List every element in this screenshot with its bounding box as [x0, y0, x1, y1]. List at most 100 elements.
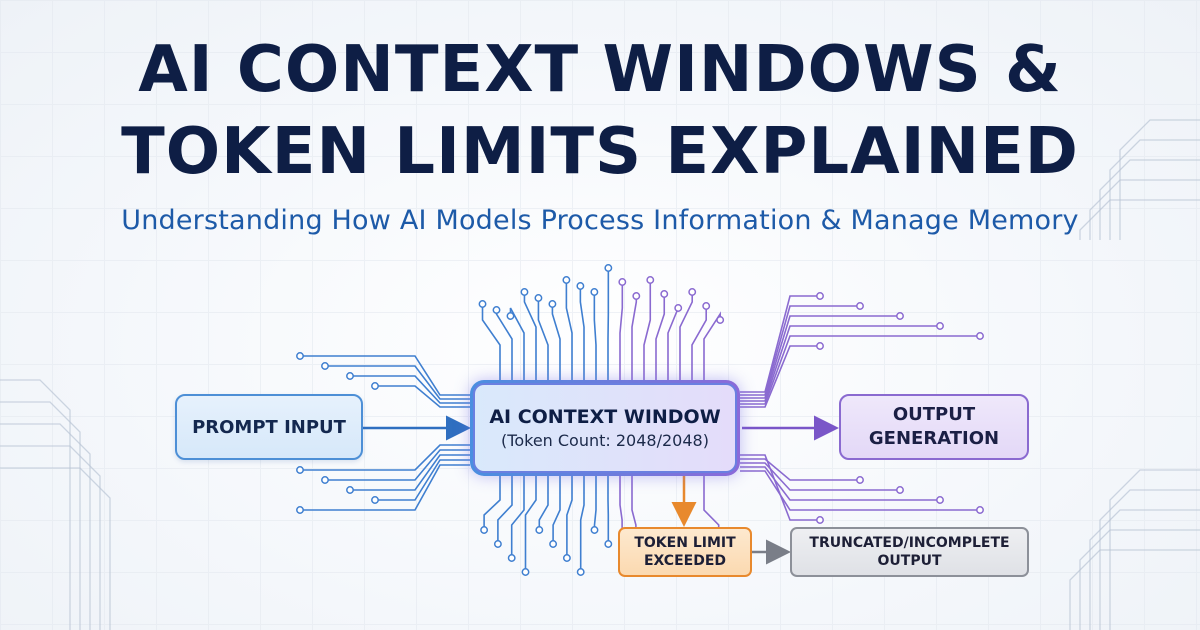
- circuit-node: [506, 312, 515, 320]
- circuit-trace: [593, 292, 597, 380]
- circuit-node: [590, 288, 599, 296]
- circuit-trace: [523, 292, 537, 380]
- circuit-trace: [579, 286, 585, 380]
- circuit-node: [674, 304, 683, 312]
- circuit-node: [816, 516, 824, 524]
- circuit-trace: [375, 459, 470, 501]
- circuit-trace: [300, 355, 470, 396]
- background-trace: [1099, 159, 1200, 240]
- circuit-node: [816, 292, 824, 300]
- circuit-node: [576, 568, 585, 576]
- circuit-node: [856, 476, 864, 484]
- circuit-trace: [375, 385, 470, 408]
- circuit-node: [632, 292, 641, 300]
- circuit-trace: [552, 476, 561, 544]
- background-trace: [0, 379, 71, 630]
- circuit-trace: [631, 296, 638, 380]
- circuit-trace: [740, 335, 980, 405]
- circuit-node: [702, 302, 711, 310]
- circuit-trace: [566, 476, 573, 558]
- circuit-trace: [551, 304, 561, 380]
- circuit-trace: [300, 464, 470, 511]
- circuit-node: [321, 362, 329, 370]
- circuit-trace: [643, 280, 652, 380]
- circuit-node: [936, 496, 944, 504]
- circuit-node: [480, 526, 489, 534]
- circuit-node: [646, 276, 655, 284]
- circuit-trace: [495, 310, 513, 380]
- page-subtitle: Understanding How AI Models Process Info…: [121, 205, 1079, 236]
- circuit-node: [976, 332, 984, 340]
- circuit-node: [296, 466, 304, 474]
- circuit-node: [296, 506, 304, 514]
- prompt-input-label: PROMPT INPUT: [192, 416, 346, 438]
- circuit-traces: [296, 264, 984, 576]
- circuit-node: [590, 526, 599, 534]
- circuit-node: [521, 568, 530, 576]
- background-trace: [1079, 529, 1200, 630]
- background-trace: [1109, 469, 1200, 630]
- background-trace: [1089, 509, 1200, 630]
- page-title-line2: TOKEN LIMITS EXPLAINED: [121, 115, 1079, 189]
- circuit-node: [296, 352, 304, 360]
- circuit-node: [371, 382, 379, 390]
- background-trace: [1089, 179, 1200, 240]
- circuit-node: [896, 312, 904, 320]
- background-trace: [1109, 139, 1200, 240]
- circuit-node: [716, 316, 725, 324]
- circuit-node: [976, 506, 984, 514]
- circuit-trace: [740, 462, 900, 491]
- circuit-trace: [325, 449, 470, 481]
- prompt-input-box: PROMPT INPUT: [175, 394, 363, 460]
- circuit-node: [856, 302, 864, 310]
- circuit-node: [816, 342, 824, 350]
- circuit-node: [534, 294, 543, 302]
- circuit-trace: [579, 476, 585, 572]
- token-limit-exceeded-box: TOKEN LIMIT EXCEEDED: [618, 527, 752, 577]
- circuit-trace: [740, 295, 820, 393]
- circuit-node: [896, 486, 904, 494]
- context-window-inner: AI CONTEXT WINDOW (Token Count: 2048/204…: [473, 383, 737, 473]
- circuit-trace: [350, 454, 470, 491]
- circuit-trace: [740, 325, 940, 402]
- circuit-node: [371, 496, 379, 504]
- circuit-node: [604, 264, 613, 272]
- truncated-output-line2: OUTPUT: [877, 553, 942, 569]
- circuit-node: [478, 300, 487, 308]
- circuit-node: [507, 554, 516, 562]
- circuit-node: [576, 282, 585, 290]
- circuit-trace: [300, 444, 470, 471]
- circuit-trace: [510, 476, 525, 558]
- background-trace: [1069, 549, 1200, 630]
- circuit-node: [660, 290, 669, 298]
- page-title-line1: AI CONTEXT WINDOWS &: [138, 33, 1062, 107]
- circuit-trace: [740, 305, 860, 396]
- token-limit-exceeded-line1: TOKEN LIMIT: [634, 535, 736, 551]
- circuit-node: [936, 322, 944, 330]
- circuit-node: [548, 300, 557, 308]
- circuit-trace: [667, 307, 679, 380]
- circuit-node: [549, 540, 558, 548]
- background-trace: [1099, 489, 1200, 630]
- token-limit-exceeded-line2: EXCEEDED: [643, 553, 727, 569]
- circuit-trace: [740, 466, 940, 501]
- truncated-output-box: TRUNCATED/INCOMPLETE OUTPUT: [790, 527, 1029, 577]
- circuit-trace: [740, 454, 820, 521]
- circuit-trace: [679, 292, 694, 380]
- background-circuit-decor: [0, 119, 1200, 630]
- circuit-trace: [537, 298, 549, 380]
- output-generation-box: OUTPUT GENERATION: [839, 394, 1029, 460]
- circuit-trace: [740, 458, 860, 481]
- context-window-title: AI CONTEXT WINDOW: [489, 406, 721, 428]
- background-trace: [0, 423, 91, 630]
- context-window-box: AI CONTEXT WINDOW (Token Count: 2048/204…: [470, 380, 740, 476]
- circuit-trace: [538, 476, 549, 530]
- circuit-trace: [565, 280, 573, 380]
- truncated-output-line1: TRUNCATED/INCOMPLETE: [809, 535, 1010, 551]
- circuit-node: [346, 486, 354, 494]
- circuit-trace: [325, 365, 470, 400]
- circuit-trace: [655, 294, 666, 380]
- circuit-trace: [703, 311, 721, 380]
- circuit-node: [493, 540, 502, 548]
